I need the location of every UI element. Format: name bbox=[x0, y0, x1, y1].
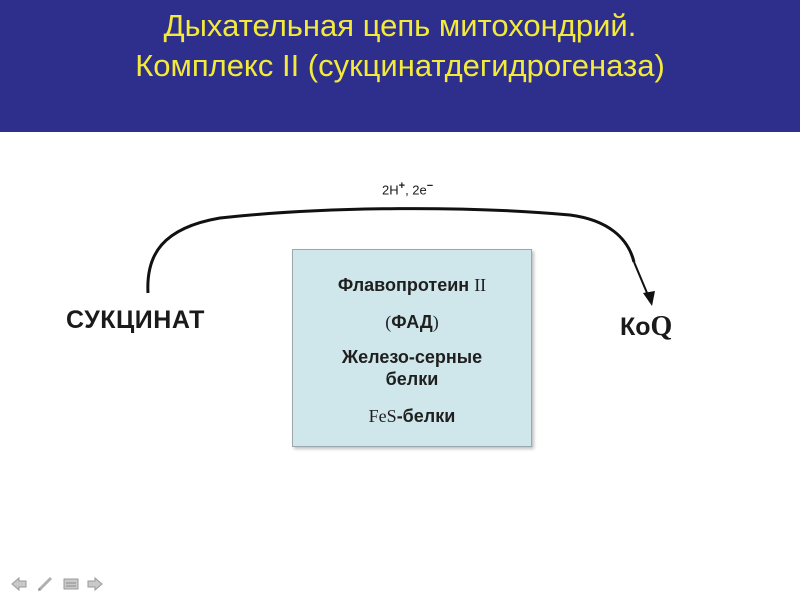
complex-ii-box: Флавопротеин II (ФАД) Железо-серные белк… bbox=[292, 249, 532, 447]
complex-line-fad: (ФАД) bbox=[385, 312, 439, 332]
complex-line-fes: FeS-белки bbox=[368, 406, 456, 426]
menu-icon[interactable] bbox=[62, 575, 80, 593]
slide-title-line-1: Дыхательная цепь митохондрий. bbox=[163, 8, 637, 43]
slide-title-line-2: Комплекс II (сукцинатдегидрогеназа) bbox=[135, 48, 665, 83]
arrow-right-icon[interactable] bbox=[86, 575, 104, 593]
substrate-label: СУКЦИНАТ bbox=[66, 306, 205, 334]
transfer-arrowhead bbox=[643, 291, 655, 306]
pen-icon[interactable] bbox=[36, 575, 54, 593]
complex-line-proteins: белки bbox=[385, 369, 439, 389]
title-bar: Дыхательная цепь митохондрий. Комплекс I… bbox=[0, 0, 800, 132]
complex-line-flavoprotein: Флавопротеин II bbox=[337, 275, 487, 295]
transfer-label: 2H+, 2e− bbox=[382, 180, 434, 198]
product-label: КоQ bbox=[620, 311, 673, 342]
transfer-arc bbox=[146, 207, 636, 294]
complex-line-iron-sulfur: Железо-серные bbox=[341, 347, 483, 367]
arrow-left-icon[interactable] bbox=[10, 575, 28, 593]
